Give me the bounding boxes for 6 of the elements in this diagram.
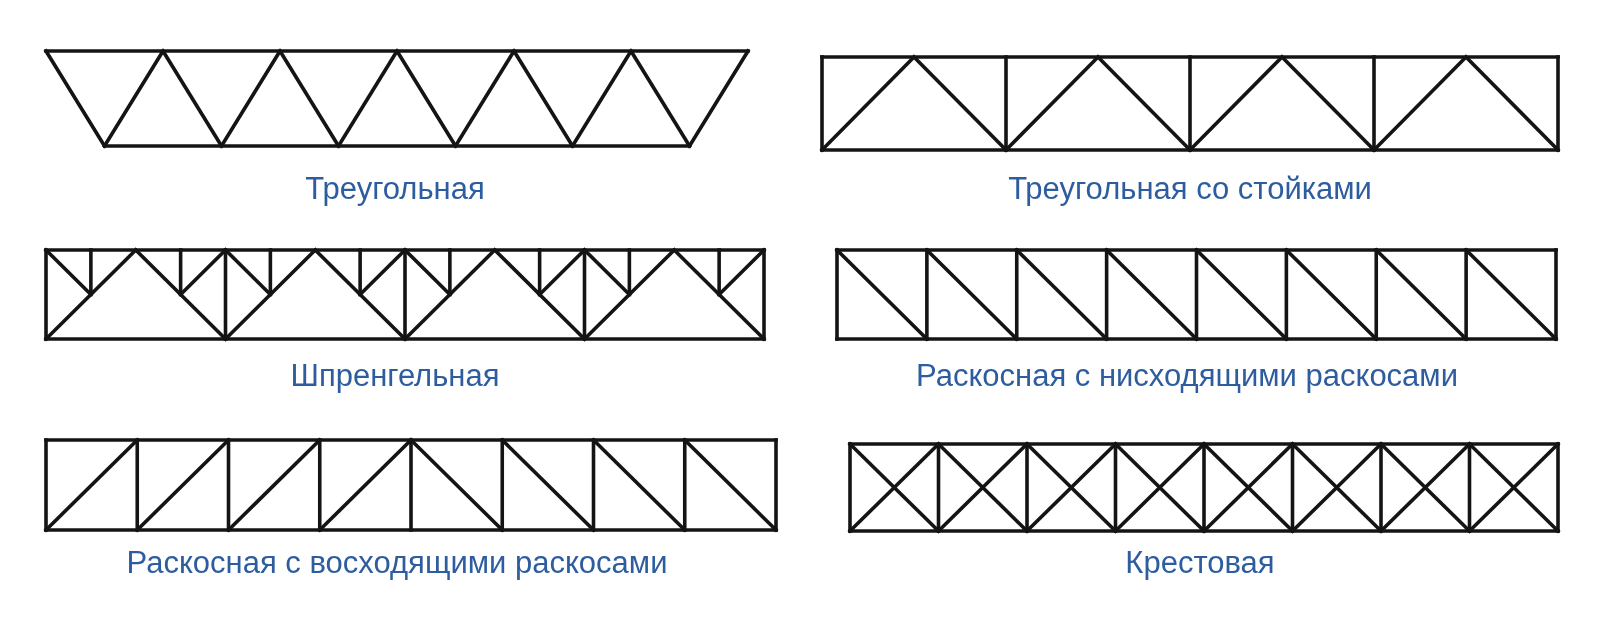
truss-caption: Шпренгельная xyxy=(290,360,500,391)
truss-caption: Раскосная с нисходящими раскосами xyxy=(916,360,1458,391)
truss-caption: Треугольная со стойками xyxy=(1008,173,1372,204)
truss-caption: Крестовая xyxy=(1125,547,1275,578)
truss-caption: Раскосная с восходящими раскосами xyxy=(126,547,668,578)
truss-caption: Треугольная xyxy=(305,173,485,204)
